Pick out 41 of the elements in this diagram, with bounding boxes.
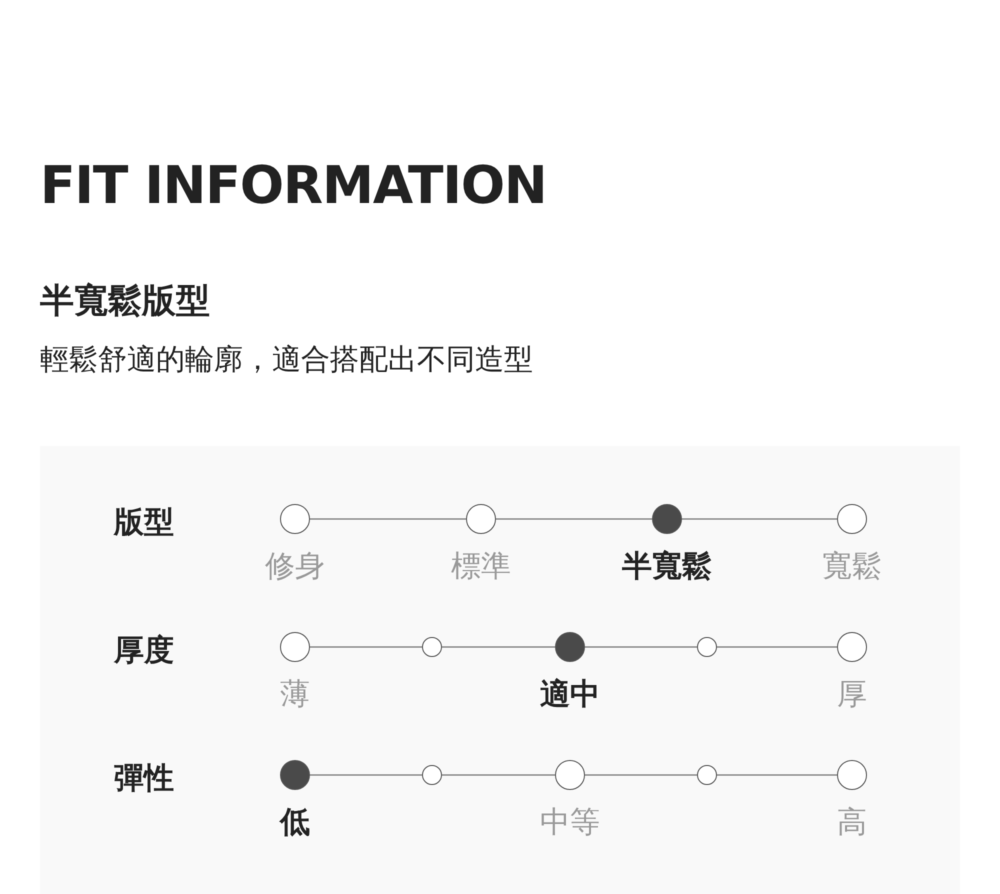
- scale-dot: [422, 637, 442, 657]
- connector-line: [310, 646, 422, 648]
- connector-line: [717, 646, 837, 648]
- scale-option-label: 高: [836, 804, 868, 842]
- scale-option-label: 半寬鬆: [621, 548, 713, 586]
- scale-option-label: 適中: [539, 676, 601, 714]
- connector-line: [310, 518, 466, 520]
- selected-scale-dot: [555, 632, 585, 662]
- selected-scale-dot: [652, 504, 682, 534]
- scale-dot: [280, 632, 310, 662]
- scale-option-label: 低: [278, 804, 311, 842]
- scale-dot: [422, 765, 442, 785]
- scale-dot: [837, 504, 867, 534]
- row-label: 彈性: [114, 760, 174, 798]
- scale-option-label: 中等: [539, 804, 601, 842]
- scale-dot: [697, 637, 717, 657]
- description: 輕鬆舒適的輪廓，適合搭配出不同造型: [40, 341, 533, 378]
- selected-scale-dot: [280, 760, 310, 790]
- connector-line: [682, 518, 837, 520]
- scale-dot: [555, 760, 585, 790]
- connector-line: [310, 774, 422, 776]
- scale-dot: [837, 760, 867, 790]
- scale-option-label: 修身: [264, 548, 326, 586]
- scale-dot: [466, 504, 496, 534]
- scale-option-label: 標準: [450, 548, 512, 586]
- row-label: 厚度: [114, 632, 174, 670]
- row-label: 版型: [114, 504, 174, 542]
- scale-dot: [280, 504, 310, 534]
- connector-line: [717, 774, 837, 776]
- scale-option-label: 寬鬆: [821, 548, 883, 586]
- scale-option-label: 厚: [836, 676, 868, 714]
- title: FIT INFORMATION: [40, 156, 547, 216]
- connector-line: [496, 518, 652, 520]
- subtitle: 半寬鬆版型: [40, 280, 210, 323]
- connector-line: [442, 646, 555, 648]
- connector-line: [585, 774, 697, 776]
- scale-option-label: 薄: [279, 676, 311, 714]
- connector-line: [585, 646, 697, 648]
- scale-dot: [837, 632, 867, 662]
- connector-line: [442, 774, 555, 776]
- scale-dot: [697, 765, 717, 785]
